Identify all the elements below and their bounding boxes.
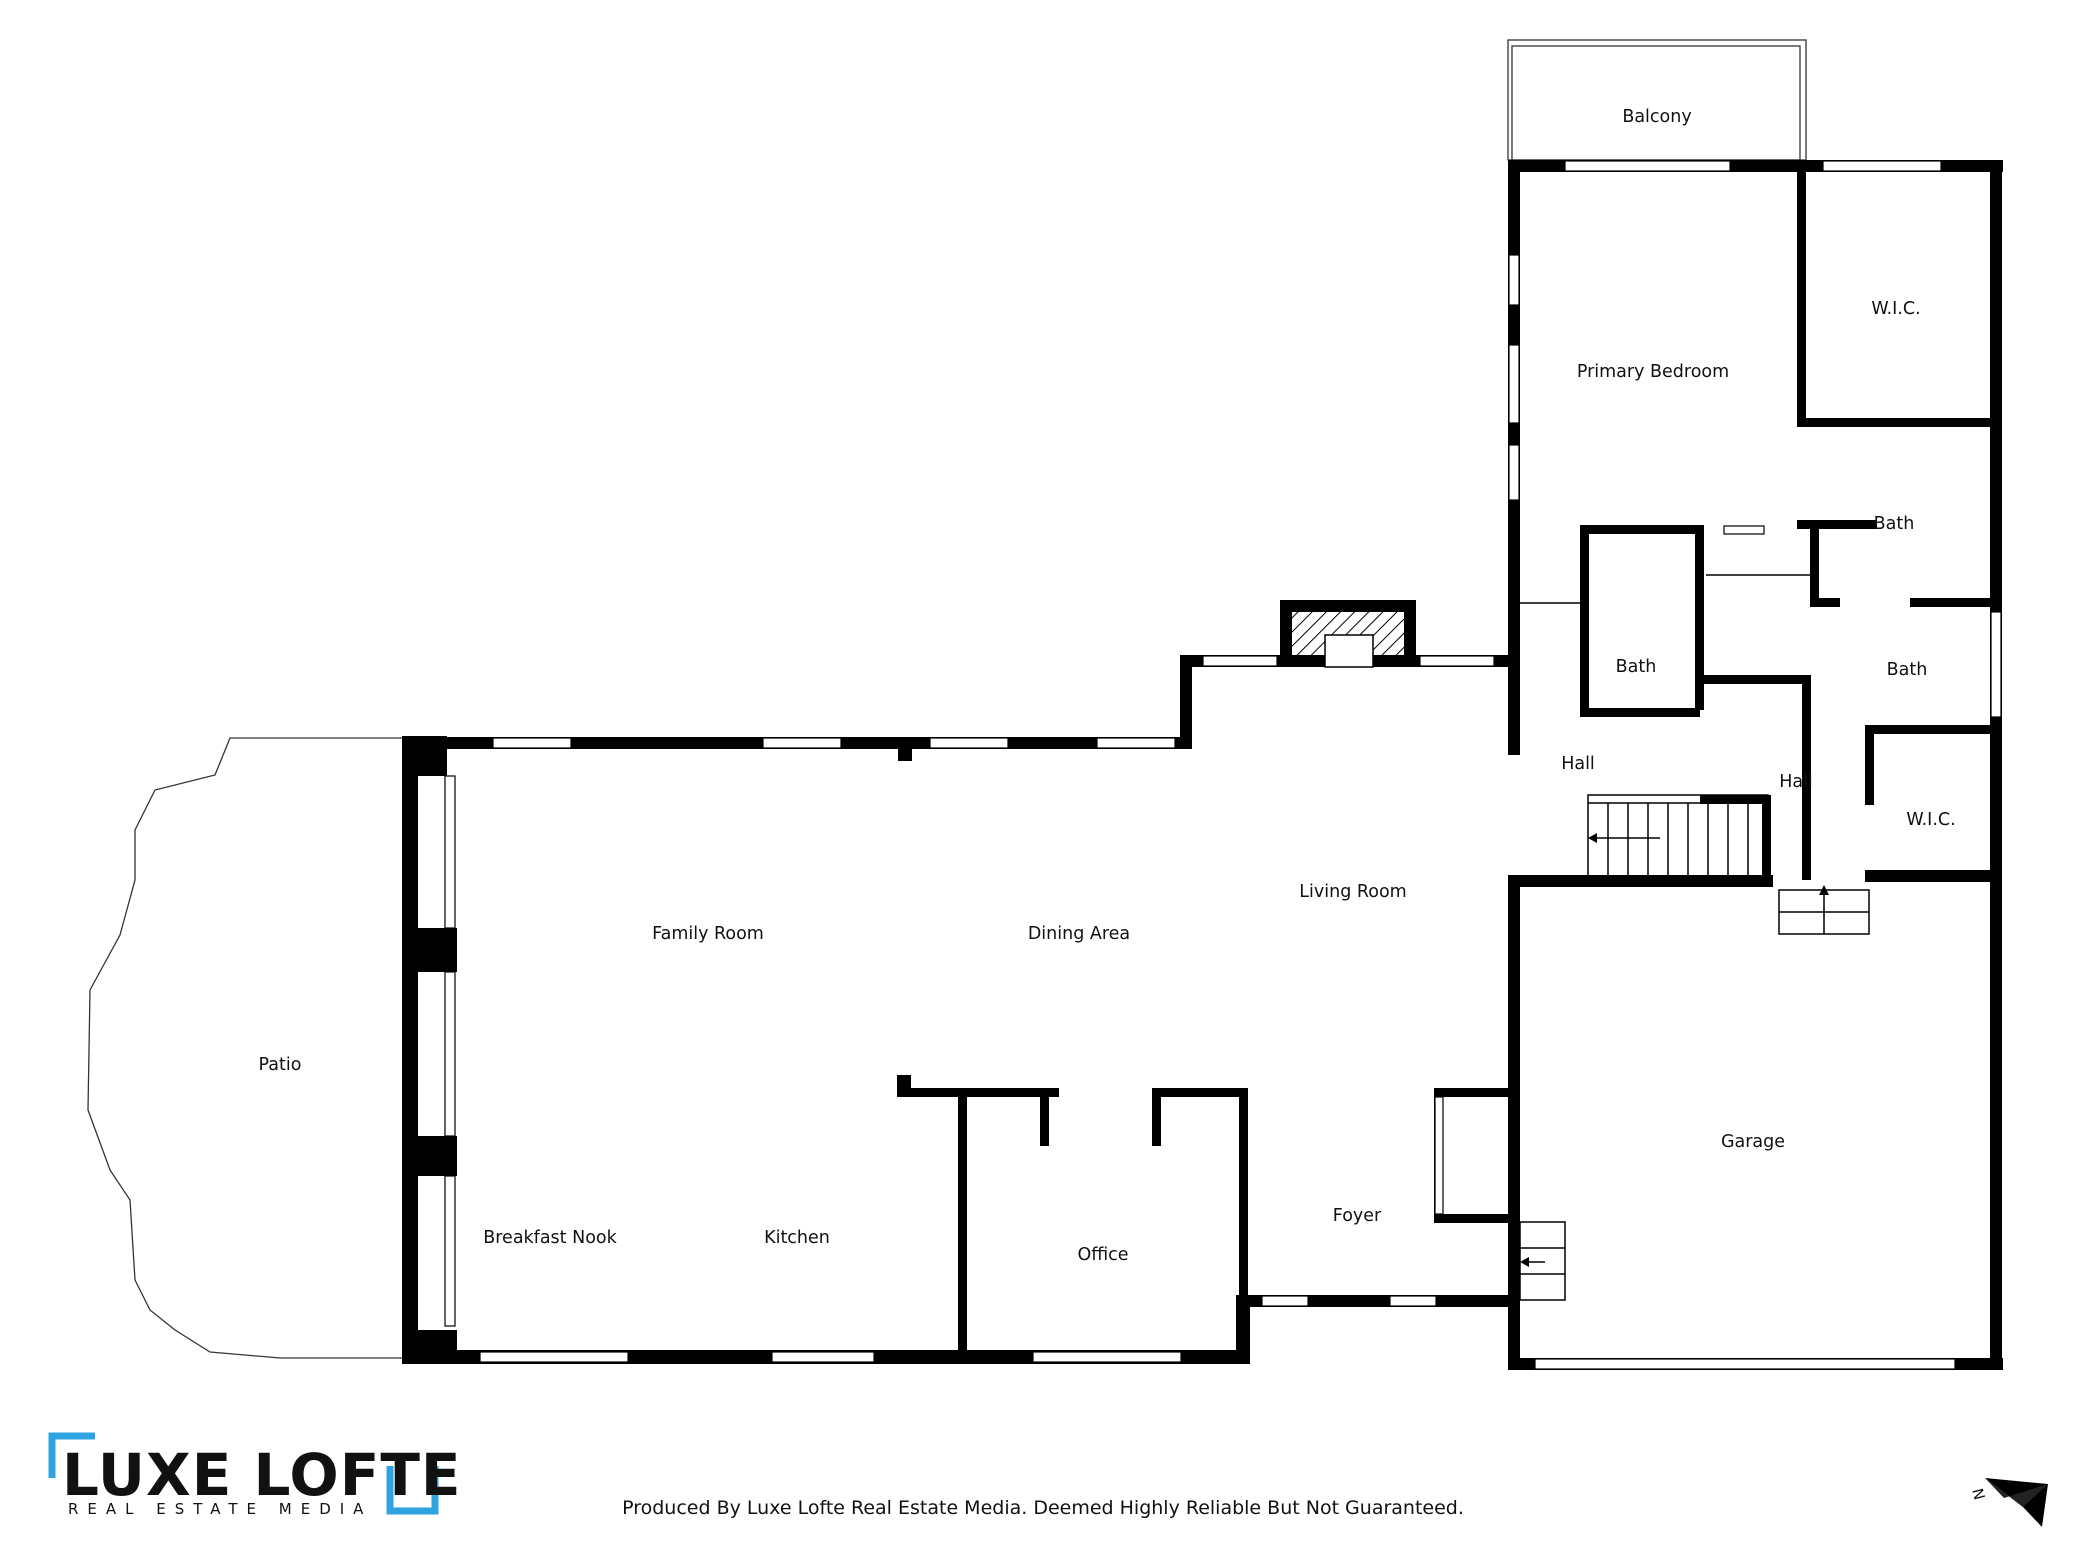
label-garage: Garage: [1721, 1132, 1785, 1152]
logo-accent-corner-bottom: [386, 1466, 439, 1515]
label-primary-bedroom: Primary Bedroom: [1577, 362, 1729, 382]
label-wic-upper: W.I.C.: [1871, 299, 1920, 319]
label-dining-area: Dining Area: [1028, 924, 1130, 944]
north-arrow-icon: N: [1968, 1478, 2048, 1527]
disclaimer-text: Produced By Luxe Lofte Real Estate Media…: [622, 1497, 1464, 1519]
north-label: N: [1968, 1486, 1988, 1502]
patio-outline: [87, 737, 402, 1359]
stairs: [1519, 794, 1870, 1301]
label-hall-right: Hall: [1779, 772, 1813, 792]
label-breakfast-nook: Breakfast Nook: [483, 1228, 617, 1248]
logo-name: LUXE LOFTE: [62, 1441, 462, 1509]
room-labels: Balcony Primary Bedroom W.I.C. Bath Bath…: [259, 107, 1956, 1265]
label-bath-upper: Bath: [1874, 514, 1915, 534]
label-office: Office: [1077, 1245, 1128, 1265]
luxe-lofte-logo: LUXE LOFTE REAL ESTATE MEDIA: [48, 1432, 462, 1518]
logo-tagline: REAL ESTATE MEDIA: [68, 1500, 372, 1518]
label-hall-left: Hall: [1561, 754, 1595, 774]
label-balcony: Balcony: [1622, 107, 1691, 127]
walls: [402, 160, 2003, 1370]
logo-accent-corner-top: [48, 1432, 95, 1478]
label-foyer: Foyer: [1333, 1206, 1382, 1226]
label-family-room: Family Room: [652, 924, 764, 944]
label-living-room: Living Room: [1299, 882, 1406, 902]
windows: [444, 160, 2002, 1370]
label-bath-left: Bath: [1616, 657, 1657, 677]
partitions: [1520, 574, 1812, 604]
label-bath-right: Bath: [1887, 660, 1928, 680]
label-patio: Patio: [259, 1055, 302, 1075]
label-wic-lower: W.I.C.: [1906, 810, 1955, 830]
label-kitchen: Kitchen: [764, 1228, 830, 1248]
balcony-railing: [1507, 39, 1807, 161]
fireplace: [1292, 612, 1404, 668]
